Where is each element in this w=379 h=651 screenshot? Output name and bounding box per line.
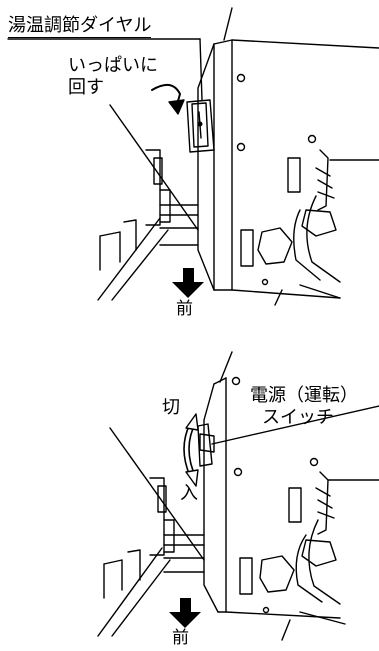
hose: [317, 471, 329, 535]
pipe: [308, 519, 341, 605]
unit-bottom-edge: [213, 289, 341, 299]
dial-knob-face: [191, 102, 209, 148]
floor-line: [111, 229, 169, 301]
wall-line: [109, 104, 199, 231]
screw: [233, 467, 243, 477]
foot: [262, 606, 270, 614]
unit-bottom-edge: [217, 611, 341, 619]
switch-label-line-1: 電源（運転）: [250, 385, 358, 406]
screw: [307, 134, 317, 144]
pipe-nut: [301, 539, 337, 567]
bracket: [149, 477, 165, 556]
top-edge-line: [219, 351, 233, 383]
front-arrow: [169, 598, 201, 628]
dial-knob-dot: [197, 121, 203, 127]
foot: [261, 278, 269, 286]
hose-coil: [315, 167, 335, 199]
on-label: 入: [180, 483, 198, 504]
bracket: [145, 149, 161, 226]
dial-knob: [186, 99, 215, 153]
pipe: [293, 209, 321, 281]
bracket: [163, 519, 175, 553]
top-edge-line: [223, 7, 233, 41]
off-label: 切: [162, 397, 180, 418]
floor-line: [97, 217, 161, 301]
toggle-arrow-head-up: [185, 413, 199, 431]
bracket-slot: [157, 485, 167, 513]
screw: [236, 142, 246, 152]
screw: [236, 73, 246, 83]
front-label-bottom: 前: [172, 628, 189, 648]
pipe-nut: [259, 555, 295, 593]
bracket: [159, 189, 171, 223]
instruction-line-1: いっぱいに: [68, 55, 158, 76]
unit-top-edge: [213, 39, 379, 49]
pipe-nut: [257, 227, 293, 265]
bottom-unit: [97, 351, 379, 641]
screw: [309, 457, 319, 467]
pipe: [306, 195, 341, 283]
hose-coil: [315, 487, 335, 519]
rotate-arrow-head: [168, 99, 185, 115]
switch-leader-line: [211, 405, 379, 445]
toggle-arrow-outer: [188, 421, 197, 479]
unit-front-edge: [203, 383, 219, 613]
bottom-line: [281, 619, 291, 641]
slot: [239, 557, 253, 595]
toggle-arrow-head-down: [185, 469, 199, 487]
slot: [288, 487, 302, 523]
switch-label-line-2: スイッチ: [262, 407, 334, 428]
bracket-slot: [153, 157, 163, 185]
top-unit: [7, 7, 379, 306]
hose: [317, 149, 329, 211]
floor-bracket: [103, 559, 123, 599]
floor-bracket: [99, 231, 121, 271]
front-arrow: [172, 268, 204, 298]
floor-bracket: [123, 219, 137, 251]
slot: [287, 157, 301, 193]
rotate-arrow: [151, 83, 181, 109]
wall-line: [109, 427, 205, 561]
instruction-line-2: 回す: [68, 77, 104, 98]
dial-label: 湯温調節ダイヤル: [8, 15, 152, 38]
screw: [231, 376, 241, 386]
bottom-line: [274, 289, 283, 306]
unit-front-edge: [197, 43, 215, 291]
floor-line: [97, 547, 163, 637]
slot: [240, 229, 254, 267]
pipe-nut: [301, 209, 337, 237]
unit-top-edge: [213, 377, 227, 385]
bottom-line: [299, 284, 341, 299]
power-switch: [197, 423, 213, 467]
dial-leader-line-2: [199, 38, 203, 101]
front-label-top: 前: [176, 299, 193, 319]
pipe: [295, 534, 323, 603]
floor-bracket: [127, 549, 141, 581]
bottom-line: [299, 611, 346, 625]
floor-line: [111, 559, 171, 637]
power-switch-rocker: [199, 433, 215, 453]
